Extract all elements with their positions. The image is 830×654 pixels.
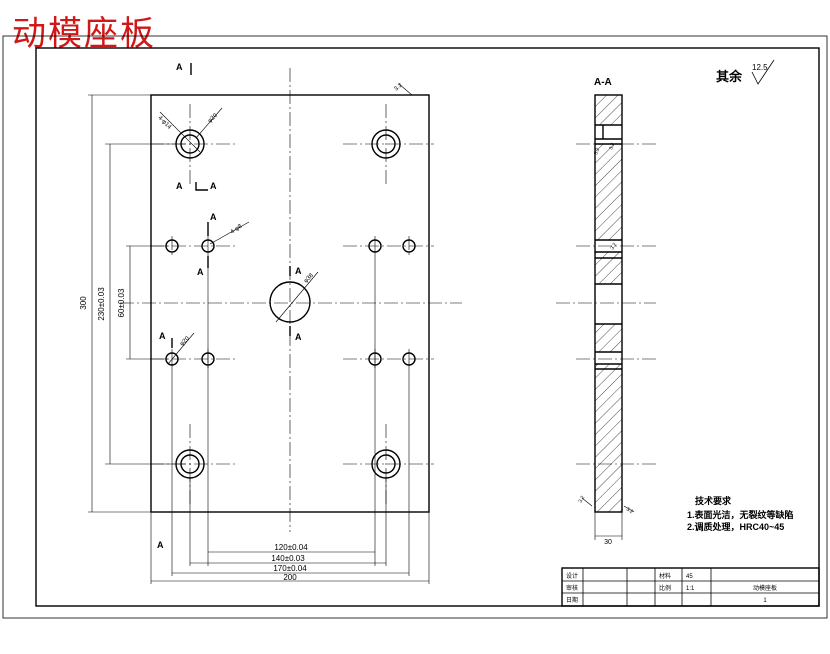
tech-req-item-2: 2.调质处理，HRC40~45	[687, 521, 784, 532]
section-marker: A	[295, 266, 302, 276]
callout-counterbore-dia: φ20	[207, 112, 219, 124]
title-block: 设计 材料 45 审核 比例 1:1 动模座板 日期 1	[561, 567, 820, 607]
tech-req-item-1: 1.表面光洁，无裂纹等缺陷	[687, 509, 794, 520]
callout-mid-hole-qty: 4-φ8	[230, 223, 244, 236]
dim-height-230: 230±0.03	[97, 287, 106, 321]
tb-material-label: 材料	[659, 572, 671, 580]
section-marker: A	[176, 62, 183, 72]
counterbore-hole-top-right	[371, 129, 401, 159]
dim-overall-height: 300	[79, 296, 88, 310]
front-view-dimensions	[88, 94, 430, 584]
section-marker: A	[295, 332, 302, 342]
tb-design-label: 设计	[566, 572, 578, 580]
section-roughness: 3.2	[625, 507, 634, 516]
tb-review-label: 审核	[566, 584, 578, 592]
section-view	[556, 94, 656, 540]
surface-note-roughness: 12.5	[752, 63, 768, 72]
dim-width-120: 120±0.04	[274, 543, 308, 552]
roughness-top-right: 3.2	[393, 82, 404, 92]
section-marker: A	[157, 540, 164, 550]
tb-part-name: 动模座板	[753, 584, 777, 592]
section-marker: A	[210, 212, 217, 222]
tb-material-value: 45	[686, 574, 693, 580]
callout-lower-hole: φ20	[179, 335, 191, 347]
dim-overall-width: 200	[283, 573, 297, 582]
callout-counterbore-qty: 4-φ14	[157, 115, 173, 131]
section-marker: A	[176, 181, 183, 191]
section-marker: A	[197, 267, 204, 277]
center-hole	[269, 281, 311, 323]
dim-width-140: 140±0.03	[271, 554, 305, 563]
tb-scale-label: 比例	[659, 584, 671, 592]
surface-finish-note: 其余 12.5	[716, 59, 775, 85]
technical-requirements: 技术要求 1.表面光洁，无裂纹等缺陷 2.调质处理，HRC40~45	[687, 495, 794, 532]
section-roughness: 3.2	[610, 242, 619, 251]
front-view	[120, 63, 462, 576]
section-roughness: 3.2	[608, 142, 616, 151]
tech-req-heading: 技术要求	[695, 495, 732, 506]
section-marker: A	[210, 181, 217, 191]
dim-width-170: 170±0.04	[273, 564, 307, 573]
dim-height-60: 60±0.03	[117, 288, 126, 317]
section-roughness: 3.2	[593, 147, 601, 156]
roughness-symbol-icon	[751, 59, 775, 85]
surface-note-label: 其余	[716, 69, 743, 84]
drawing-frame	[35, 47, 820, 607]
tb-date-label: 日期	[566, 596, 578, 604]
tb-scale-value: 1:1	[686, 586, 695, 592]
dim-thickness: 30	[604, 539, 612, 546]
section-marker: A	[159, 331, 166, 341]
sheet-border	[2, 35, 828, 619]
tb-sheet-number: 1	[763, 598, 767, 604]
section-roughness: 3.2	[578, 495, 587, 504]
section-view-title: A-A	[594, 77, 612, 88]
